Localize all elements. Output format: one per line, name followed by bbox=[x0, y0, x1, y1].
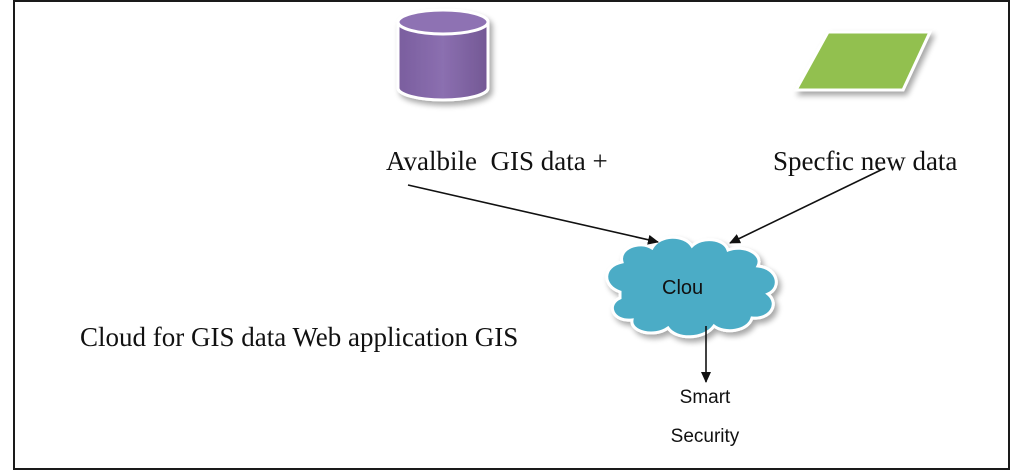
new-data-label: Specfic new data bbox=[773, 146, 958, 176]
database-cylinder-icon bbox=[396, 8, 490, 102]
edge-new-to-cloud bbox=[729, 167, 886, 244]
edge-gis-to-cloud bbox=[407, 184, 659, 245]
gis-data-label: Avalbile GIS data + bbox=[386, 146, 608, 176]
output-label-line1: Smart bbox=[679, 387, 731, 408]
diagram-svg bbox=[396, 8, 933, 383]
parallelogram-data-icon bbox=[793, 30, 933, 92]
cloud-node-label: Clou bbox=[662, 277, 704, 299]
output-label-line2: Security bbox=[670, 426, 740, 447]
cloud-icon bbox=[605, 235, 778, 339]
diagram-canvas: Avalbile GIS data + Specfic new data Clo… bbox=[13, 0, 1010, 470]
cloud-application-label: Cloud for GIS data Web application GIS bbox=[80, 322, 519, 352]
